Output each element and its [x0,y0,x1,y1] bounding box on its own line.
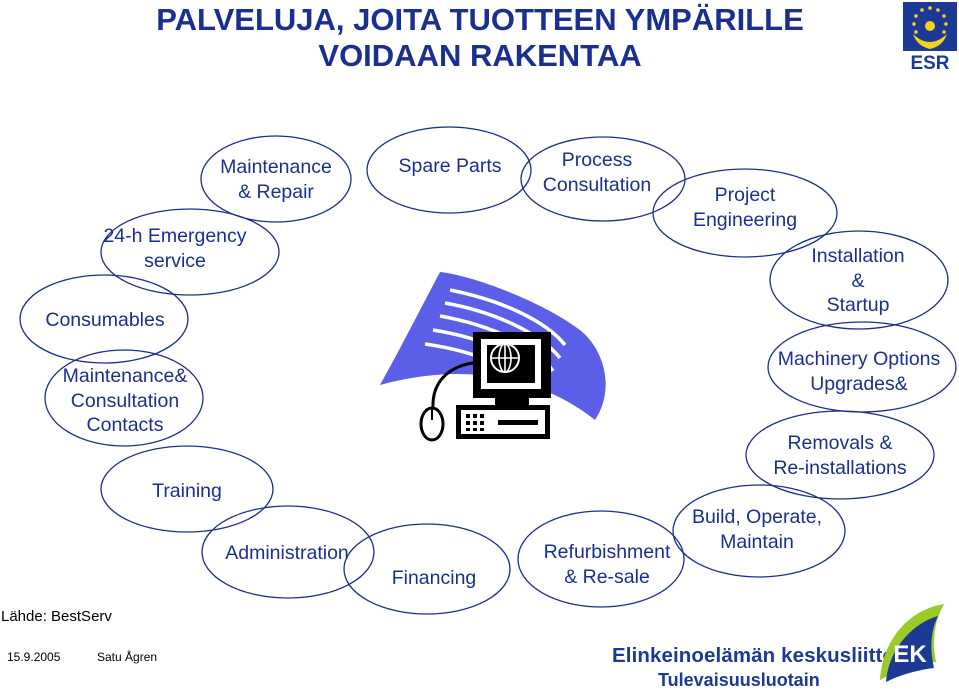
oval-removals [745,410,935,500]
title-line-2: VOIDAAN RAKENTAA [318,38,642,73]
oval-financing [343,523,511,615]
ek-logo: EK [880,604,944,682]
oval-consumables [19,274,189,364]
oval-maintenance-repair [200,135,352,223]
slide-title: PALVELUJA, JOITA TUOTTEEN YMPÄRILLE VOID… [140,2,820,74]
title-line-1: PALVELUJA, JOITA TUOTTEEN YMPÄRILLE [156,2,804,37]
oval-24h-emergency [100,208,280,296]
label-consumables: Consumables [45,309,165,331]
oval-training [100,445,274,533]
oval-build-operate [672,484,846,578]
eu-stars-icon [912,6,948,34]
label-maintenance-repair: Maintenance& Repair [220,156,332,203]
label-spare-parts: Spare Parts [398,155,502,177]
label-training: Training [152,480,222,502]
ek-logo-text: EK [893,641,927,668]
label-financing: Financing [391,567,477,589]
oval-spare-parts [366,126,532,214]
label-build-operate: Build, Operate,Maintain [691,506,823,553]
source-note: Lähde: BestServ [1,608,112,625]
footer-author: Satu Ågren [97,650,158,664]
oval-administration [201,505,375,599]
oval-project-engineering [652,168,838,258]
computer-globe-icon [380,272,606,442]
footer-date: 15.9.2005 [7,650,61,664]
label-administration: Administration [225,542,349,564]
label-installation-startup: Installation&Startup [811,245,905,316]
oval-refurbishment [517,510,685,608]
ek-slogan: Tulevaisuusluotain [658,670,820,690]
ek-organization-name: Elinkeinoelämän keskusliitto [612,644,896,667]
label-removals: Removals &Re-installations [773,432,907,479]
esr-logo-text: ESR [910,53,949,72]
oval-installation-startup [769,230,949,330]
esr-logo: ESR [903,2,957,72]
oval-maintenance-consultation [44,349,204,447]
label-refurbishment: Refurbishment& Re-sale [543,541,671,588]
